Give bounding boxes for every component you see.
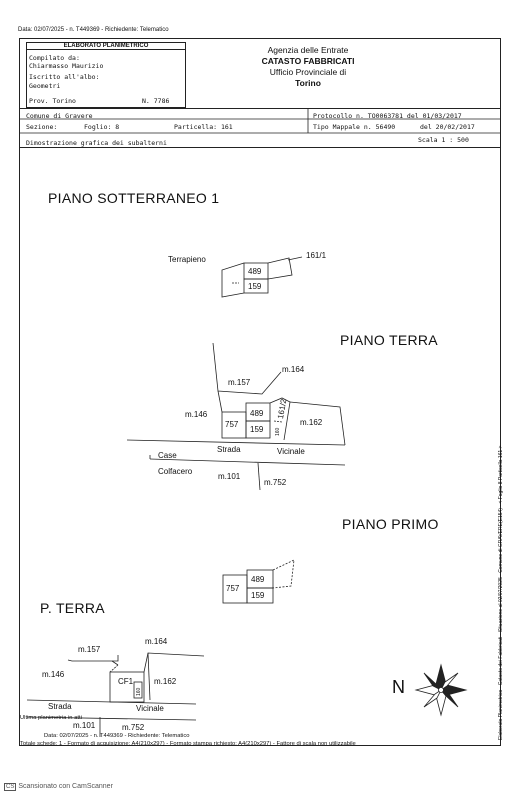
compilato-name: Chiarmasso Maurizio — [29, 62, 104, 70]
pt-left-wall — [217, 390, 223, 413]
pt-road-bottom — [149, 458, 346, 466]
pp-label-757: 757 — [226, 584, 240, 593]
footer-line-1: Data: 02/07/2025 - n. T449369 - Richiede… — [44, 733, 190, 739]
footer-line-2: Totale schede: 1 - Formato di acquisizio… — [20, 741, 356, 747]
prov-label: Prov. Torino — [29, 97, 76, 105]
top-data-line: Data: 02/07/2025 - n. T449369 - Richiede… — [18, 27, 169, 33]
north-label: N — [392, 677, 405, 697]
ult-wall-a — [111, 660, 119, 666]
title-piano-terra: PIANO TERRA — [340, 332, 438, 348]
pt-outline-157 — [212, 342, 282, 395]
ult-label-cf1: CF1 — [118, 677, 134, 686]
agency-line-4: Torino — [295, 78, 321, 88]
camscanner-text: Scansionato con CamScanner — [18, 783, 113, 790]
pp-label-489: 489 — [251, 575, 265, 584]
dimostrazione-text: Dimostrazione grafica dei subalterni — [26, 139, 167, 147]
sott-box-159 — [243, 278, 269, 294]
title-p-terra: P. TERRA — [40, 600, 105, 616]
pt-label-m157: m.157 — [228, 378, 251, 387]
pt-box-161-2 — [269, 397, 291, 441]
label-terrapieno: Terrapieno — [168, 255, 206, 264]
particella-text: Particella: 161 — [174, 123, 233, 131]
ult-box-160 — [133, 681, 143, 699]
pt-label-m752: m.752 — [264, 478, 287, 487]
sott-label-159: 159 — [248, 282, 262, 291]
pp-outline-dashed — [272, 559, 295, 589]
pt-box-159 — [245, 420, 271, 439]
pt-label-case: Case — [158, 451, 177, 460]
pt-label-m164: m.164 — [282, 365, 305, 374]
iscritto-value: Geometri — [29, 82, 61, 90]
pt-label-vicinale: Vicinale — [277, 447, 305, 456]
camscanner-badge: CS — [4, 783, 17, 791]
sott-leader-161 — [287, 256, 303, 261]
ult-outline-164 — [143, 652, 205, 673]
pt-label-m101: m.101 — [218, 472, 241, 481]
tipo-mappale-text: Tipo Mappale n. 56490 — [313, 123, 396, 131]
pt-label-m146: m.146 — [185, 410, 208, 419]
agency-line-1: Agenzia delle Entrate — [267, 45, 349, 55]
info-band — [19, 108, 501, 148]
registration-number: N. 7786 — [142, 97, 170, 105]
protocollo-text: Protocollo n. TO0063781 del 01/03/2017 — [313, 112, 462, 120]
header-box — [26, 42, 186, 108]
sott-box-161-1 — [267, 257, 293, 280]
side-vertical-text: Elaborato Planimetrico - Catasto dei Fab… — [498, 445, 504, 740]
pt-label-m162: m.162 — [300, 418, 323, 427]
scala-text: Scala 1 : 500 — [418, 136, 469, 144]
pt-752-divider — [257, 462, 261, 491]
foglio-text: Foglio: 8 — [84, 123, 120, 131]
pp-box-159 — [246, 587, 274, 604]
agency-line-2: CATASTO FABBRICATI — [261, 56, 355, 66]
ult-dash-1 — [109, 664, 119, 673]
sott-label-489: 489 — [248, 267, 262, 276]
ult-label-strada: Strada — [48, 702, 72, 711]
ult-wall-b — [147, 652, 151, 701]
agency-line-3: Ufficio Provinciale di — [269, 67, 347, 77]
pt-label-strada: Strada — [217, 445, 241, 454]
ult-label-ultima: Ultima planimetria in atti — [20, 715, 82, 721]
pt-label-160: 160 — [275, 427, 281, 436]
ult-road-bottom — [26, 716, 197, 721]
ult-label-vicinale: Vicinale — [136, 704, 164, 713]
ult-label-m146: m.146 — [42, 670, 65, 679]
iscritto-label: Iscritto all'albo: — [29, 73, 100, 81]
agency-block: Agenzia delle Entrate CATASTO FABBRICATI… — [248, 45, 368, 89]
page-frame — [19, 38, 501, 746]
sott-terrapieno-outline — [221, 262, 245, 298]
ult-label-m101: m.101 — [73, 721, 96, 730]
pt-dash — [273, 420, 283, 423]
tipo-mappale-date: del 20/02/2017 — [420, 123, 475, 131]
ult-outline-157 — [67, 655, 119, 662]
pt-label-colfacero: Colfacero — [158, 467, 193, 476]
pt-road-top — [126, 439, 346, 446]
header-title: ELABORATO PLANIMETRICO — [26, 42, 186, 50]
sezione-text: Sezione: — [26, 123, 58, 131]
ult-label-m164: m.164 — [145, 637, 168, 646]
ult-label-m162: m.162 — [154, 677, 177, 686]
comune-text: Comune di Gravere — [26, 112, 93, 120]
title-piano-primo: PIANO PRIMO — [342, 516, 439, 532]
ult-label-160: 160 — [136, 687, 142, 696]
label-161-1: 161/1 — [306, 251, 327, 260]
pt-outline-162 — [289, 401, 346, 446]
north-arrow-icon — [414, 663, 468, 717]
pt-label-159: 159 — [250, 425, 264, 434]
ult-label-m752: m.752 — [122, 723, 145, 732]
ult-label-m157: m.157 — [78, 645, 101, 654]
pt-label-489: 489 — [250, 409, 264, 418]
title-piano-sotterraneo: PIANO SOTTERRANEO 1 — [48, 190, 220, 206]
pp-label-159: 159 — [251, 591, 265, 600]
pt-label-757: 757 — [225, 420, 239, 429]
ult-road-top — [26, 699, 197, 705]
compilato-label: Compilato da: — [29, 54, 80, 62]
